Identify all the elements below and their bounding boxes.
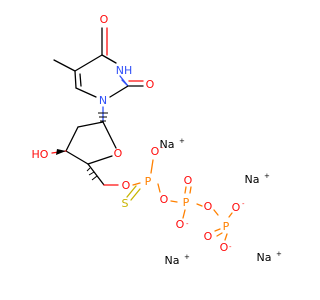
bond-c4p-ring-o: [87, 155, 113, 165]
bond-c1p-ring-o: [102, 121, 117, 149]
bond-p2-ominus: [182, 209, 186, 219]
bond-p1-s: [130, 188, 141, 201]
atom-o-c2: O: [146, 78, 155, 91]
atom-s: S: [122, 197, 129, 210]
bond-c6-c5-double: [79, 73, 82, 87]
charge-plus-na-1: +: [179, 137, 185, 145]
bond-c2p-c3p: [65, 126, 79, 152]
bond-ring-c5-c4: [74, 54, 103, 72]
atom-na-3: Na: [165, 254, 180, 267]
charge-minus-p1: -: [161, 144, 164, 152]
charge-minus-p2: -: [186, 220, 189, 228]
atom-na-1: Na: [160, 138, 175, 151]
atom-na-2: Na: [245, 173, 260, 186]
atom-o-bridge2: O: [204, 200, 213, 213]
atom-nh: NH: [116, 64, 133, 77]
atom-ho: HO: [32, 148, 49, 161]
bond-c2-n1: [109, 85, 129, 98]
atom-n1: N: [99, 94, 107, 107]
atom-p2: P: [183, 196, 190, 209]
charge-plus-na-4: +: [276, 250, 282, 258]
bond-c1p-c2p: [77, 121, 104, 128]
bond-n1-c6: [75, 87, 97, 98]
wedge-c3p: [56, 149, 66, 155]
atom-na-4: Na: [257, 251, 272, 264]
bond-o5-p1: [132, 182, 141, 186]
atom-o-p3-bottom: O: [220, 241, 229, 254]
bond-c3p-c4p: [65, 150, 89, 165]
hash-c1p: [98, 112, 108, 122]
bond-obridge2-p3: [213, 209, 219, 216]
bond-c6-c5: [74, 70, 77, 89]
bond-p3-oleft-double: [216, 232, 223, 237]
atom-o-p2-bottom: O: [176, 218, 185, 231]
atoms: O NH O N O HO O P O S O P O O O P O O O …: [32, 13, 272, 267]
bond-c4-nh: [101, 54, 117, 64]
hash-c4p: [86, 167, 98, 181]
bond-nh-c2b: [119, 75, 129, 87]
bond-obridge-p2: [170, 200, 178, 203]
charges: - - - - + + + +: [161, 137, 282, 261]
atom-o5: O: [122, 179, 131, 192]
bond-p2-otop-double: [189, 186, 192, 194]
bond-c4p-c5p: [87, 163, 105, 186]
bond-p1-obridge: [157, 183, 161, 193]
charge-minus-p3-bottom: -: [229, 243, 232, 251]
bond-p3-otop: [228, 212, 233, 218]
bond-p2-otop: [184, 186, 187, 194]
atom-o-c4: O: [100, 13, 109, 26]
charge-minus-p3-top: -: [242, 200, 245, 208]
bond-p3-obottom: [224, 233, 228, 241]
atom-o-p3-left: O: [204, 230, 213, 243]
bond-p1-ominus: [150, 159, 154, 174]
atom-o-bridge1: O: [160, 193, 169, 206]
extra-bonds: [128, 80, 144, 87]
atom-o-p2-top: O: [184, 174, 193, 187]
charge-plus-na-3: +: [184, 253, 190, 261]
bond-methyl: [53, 59, 76, 72]
stereo-marks: [56, 112, 108, 181]
atom-o-p1-top: O: [151, 145, 160, 158]
bond-p2-obridge2: [196, 203, 203, 207]
atom-p3: P: [223, 220, 230, 233]
atom-ring-o: O: [114, 147, 123, 160]
bond-p1-s-double: [126, 185, 137, 198]
chemical-structure: O NH O N O HO O P O S O P O O O P O O O …: [32, 13, 282, 267]
atom-o-p3-top: O: [232, 201, 241, 214]
charge-plus-na-2: +: [264, 172, 270, 180]
atom-p1: P: [145, 175, 152, 188]
bond-p3-oleft: [214, 228, 221, 232]
